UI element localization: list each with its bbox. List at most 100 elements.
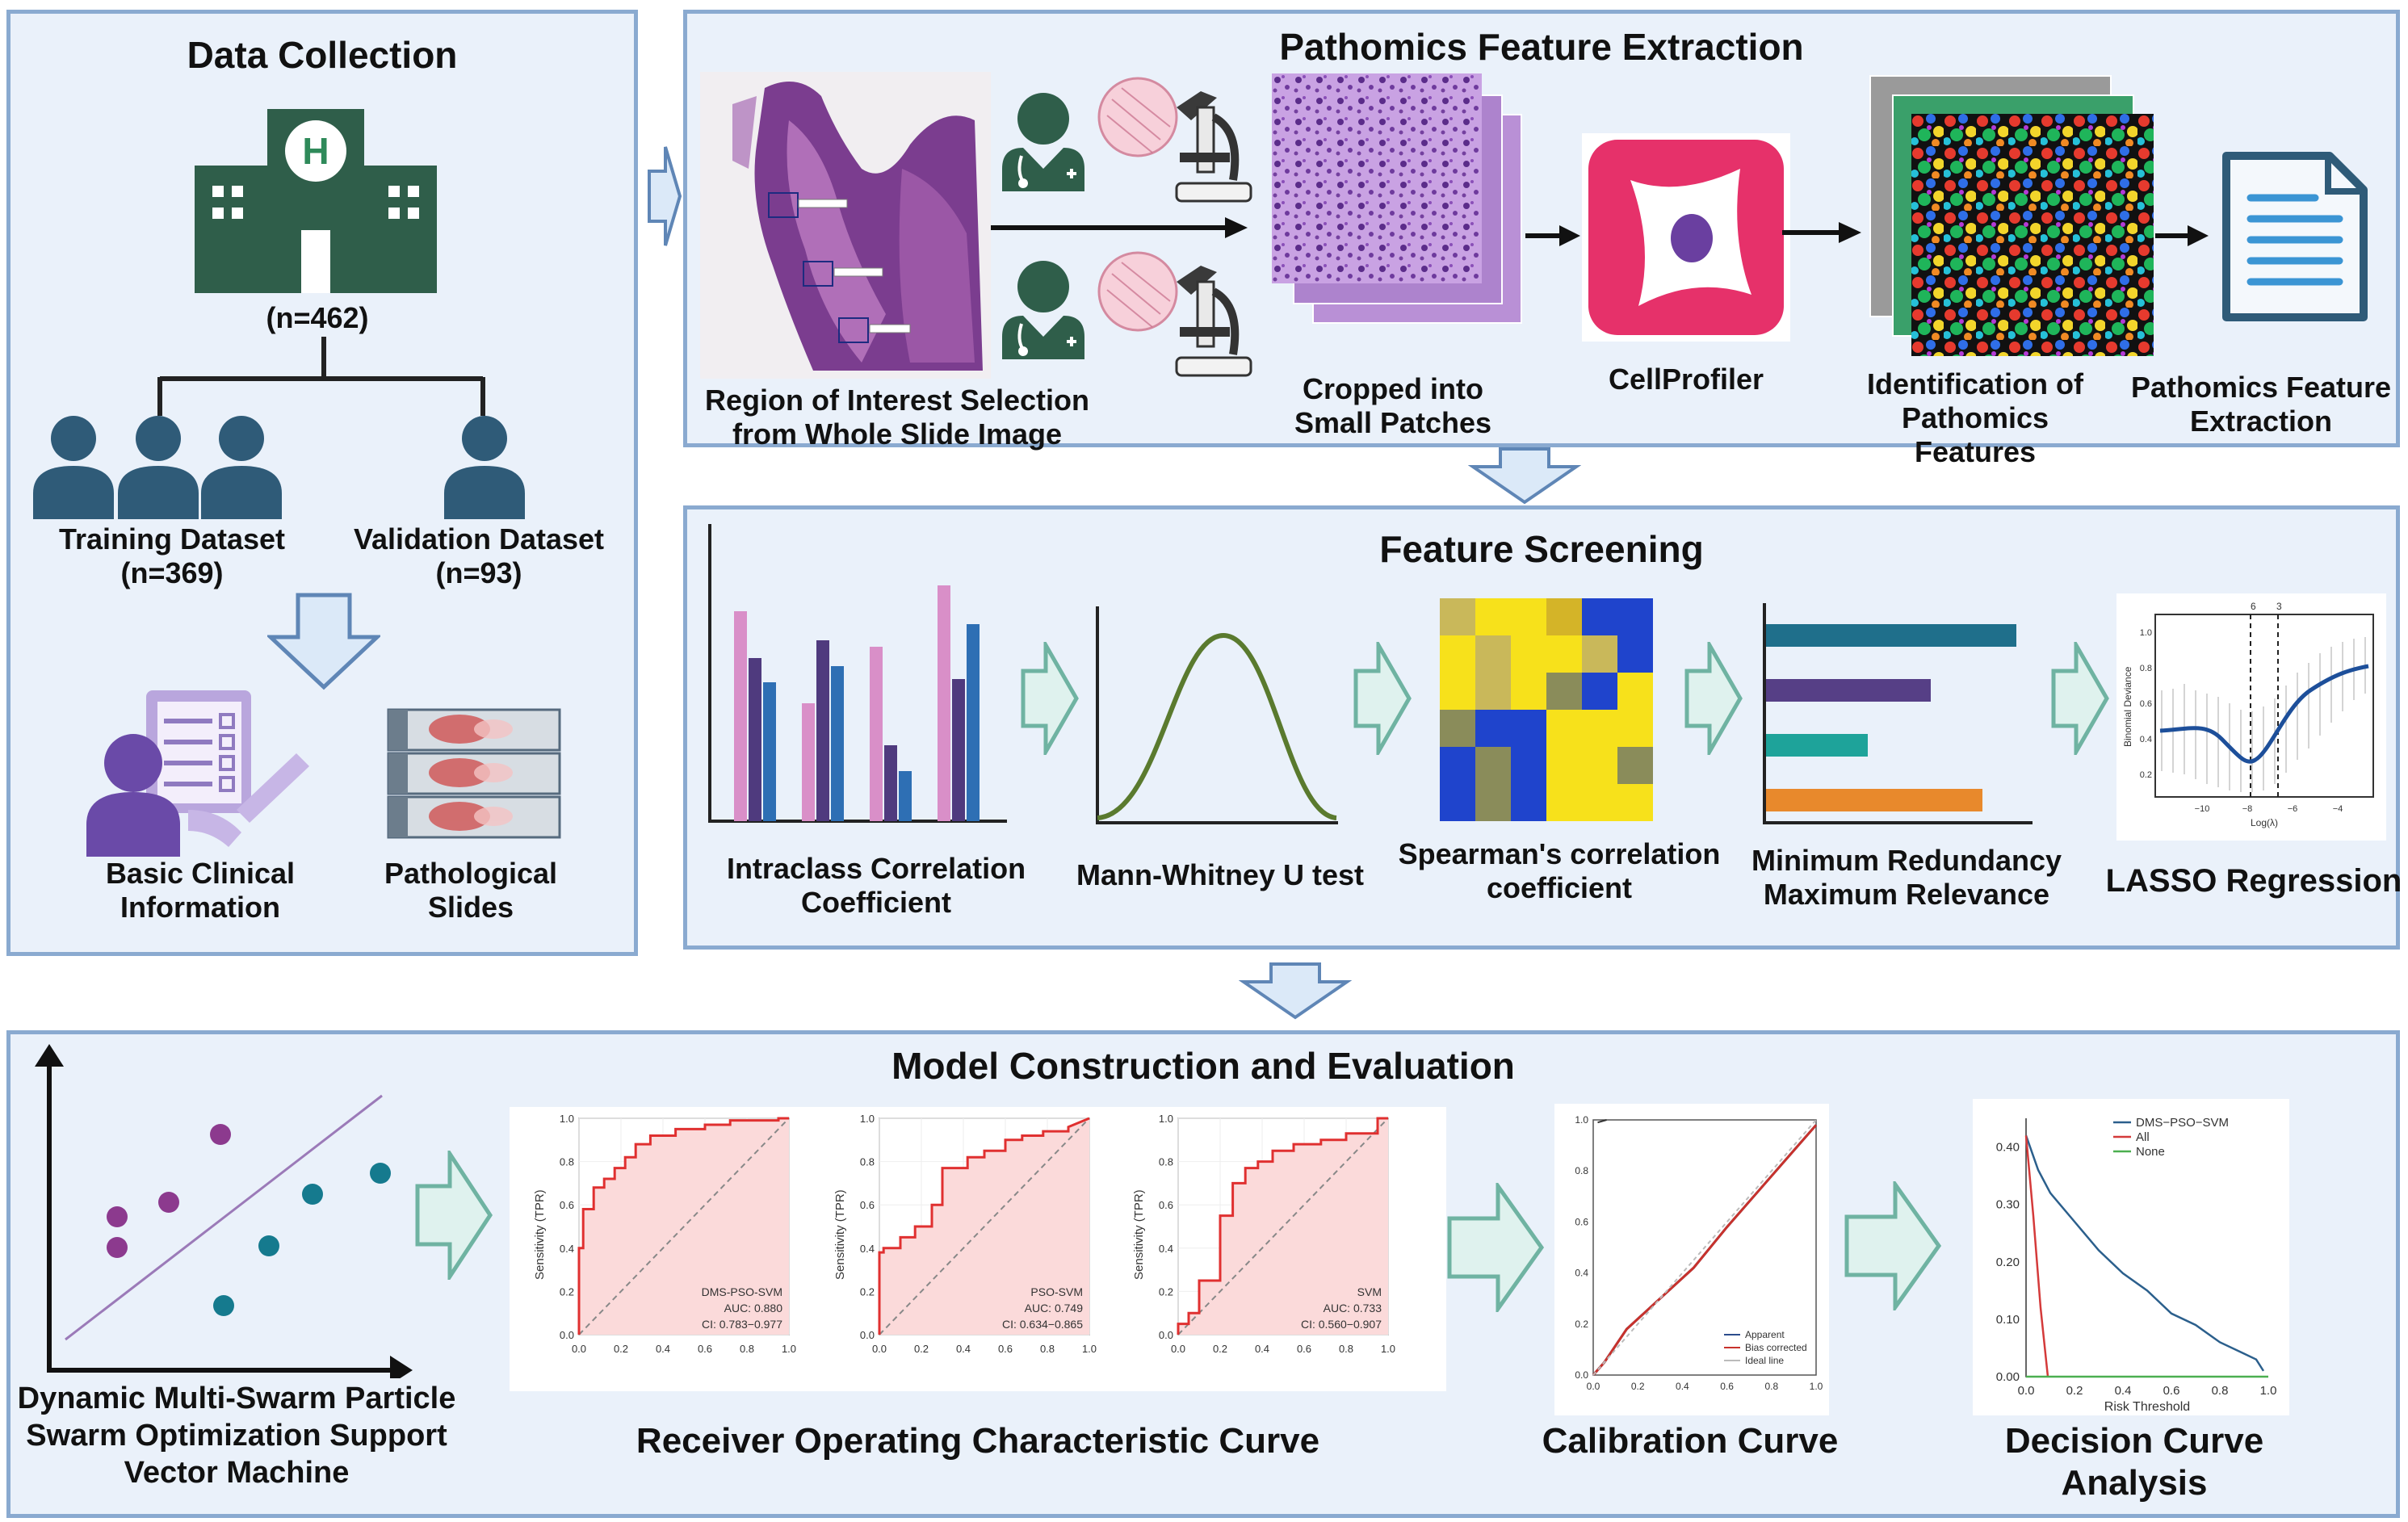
roc-auc: AUC: 0.880 <box>724 1302 783 1314</box>
calibration-xtick: 0.8 <box>1764 1381 1778 1392</box>
lasso-xtick: −8 <box>2242 804 2253 814</box>
roc-ytick: 0.8 <box>1159 1156 1173 1168</box>
roi-label: Region of Interest Selection from Whole … <box>704 384 1090 451</box>
roc-ytick: 0.8 <box>560 1156 574 1168</box>
lasso-ylabel: Binomial Deviance <box>2122 666 2133 747</box>
roc-ytick: 0.6 <box>560 1199 574 1211</box>
chevron-arrow-icon-5 <box>415 1151 493 1280</box>
roc-chart: 0.00.00.20.20.40.40.60.60.80.81.01.0Sens… <box>833 1113 1097 1355</box>
patches-label: Cropped into Small Patches <box>1294 372 1492 439</box>
calibration-frame <box>1592 1119 1817 1376</box>
chevron-arrow-icon <box>1021 642 1079 755</box>
dca-xtick: 1.0 <box>2260 1384 2277 1398</box>
document-icon <box>2222 152 2368 321</box>
arrow-to-cellprofiler <box>1525 225 1580 246</box>
calibration-ytick: 0.0 <box>1575 1369 1588 1381</box>
svm-label: Dynamic Multi-Swarm Particle Swarm Optim… <box>17 1382 456 1490</box>
heatmap-cell <box>1440 784 1475 821</box>
heatmap-cell <box>1546 747 1582 784</box>
roc-xtick: 1.0 <box>782 1343 796 1355</box>
roc-chart: 0.00.00.20.20.40.40.60.60.80.81.01.0Sens… <box>533 1113 796 1355</box>
chevron-arrow-icon-2 <box>1353 642 1412 755</box>
roc-xtick: 1.0 <box>1381 1343 1395 1355</box>
roc-auc: AUC: 0.749 <box>1025 1302 1084 1314</box>
roc-curve <box>1177 1117 1388 1335</box>
dca-ytick: 0.30 <box>1996 1198 2020 1212</box>
heatmap-cell <box>1582 635 1617 673</box>
calibration-xtick: 1.0 <box>1810 1381 1823 1392</box>
heatmap-cell <box>1511 673 1546 710</box>
whole-slide-image <box>700 72 991 379</box>
roc-ytick: 0.0 <box>560 1329 574 1341</box>
calibration-ytick: 0.4 <box>1575 1268 1588 1279</box>
training-people-icon <box>33 416 282 519</box>
roc-xtick: 0.0 <box>572 1343 586 1355</box>
split-connector <box>157 337 485 416</box>
cellprofiler-label: CellProfiler <box>1608 363 1764 396</box>
model-title: Model Construction and Evaluation <box>891 1045 1515 1087</box>
heatmap-cell <box>1440 598 1475 635</box>
heatmap-cell <box>1475 598 1511 635</box>
dca-ytick: 0.20 <box>1996 1256 2020 1269</box>
mwu-label: Mann-Whitney U test <box>1076 858 1364 891</box>
roc-xtick: 0.4 <box>1255 1343 1269 1355</box>
roc-auc: AUC: 0.733 <box>1324 1302 1382 1314</box>
calibration-ytick: 0.8 <box>1575 1165 1588 1176</box>
heatmap-cell <box>1511 784 1546 821</box>
training-label: Training Dataset <box>58 522 286 556</box>
calibration-legend-item: Ideal line <box>1745 1355 1784 1366</box>
pathologist-icon-2 <box>1002 261 1084 359</box>
roc-ytick: 0.6 <box>860 1199 875 1211</box>
down-arrow-icon-3 <box>1239 962 1352 1020</box>
arrow-to-extraction <box>2155 225 2209 246</box>
roc-xtick: 0.8 <box>740 1343 754 1355</box>
calibration-xtick: 0.2 <box>1631 1381 1645 1392</box>
heatmap-cell <box>1440 747 1475 784</box>
calibration-legend-item: Apparent <box>1745 1329 1785 1340</box>
chevron-arrow-icon-4 <box>2051 642 2109 755</box>
roc-ci: CI: 0.783−0.977 <box>702 1318 782 1331</box>
down-arrow-icon <box>267 593 380 690</box>
roc-diagonal <box>578 1117 790 1335</box>
microscope-icon <box>1097 77 1252 203</box>
roc-ytick: 0.2 <box>560 1285 574 1298</box>
hospital-icon: H <box>195 109 437 293</box>
cellprofiler-logo <box>1582 133 1790 342</box>
roc-ytick: 0.0 <box>1159 1329 1173 1341</box>
pathomics-title: Pathomics Feature Extraction <box>1279 26 1804 68</box>
calibration-xtick: 0.4 <box>1676 1381 1689 1392</box>
roc-ytick: 0.4 <box>860 1243 875 1255</box>
heatmap-cell <box>1617 673 1653 710</box>
roc-xtick: 0.2 <box>614 1343 628 1355</box>
heatmap-cell <box>1511 710 1546 747</box>
lasso-xtick: −10 <box>2195 804 2210 814</box>
calibration-xtick: 0.0 <box>1587 1381 1600 1392</box>
roc-ytick: 0.2 <box>1159 1285 1173 1298</box>
microscope-icon-2 <box>1097 251 1252 377</box>
roc-model-name: DMS-PSO-SVM <box>702 1285 782 1298</box>
lasso-xtick: −6 <box>2288 804 2298 814</box>
lasso-ytick: 1.0 <box>2140 628 2152 638</box>
heatmap-cell <box>1475 710 1511 747</box>
lasso-ytick: 0.2 <box>2140 770 2152 780</box>
heatmap-cell <box>1617 710 1653 747</box>
heatmap-cell <box>1546 673 1582 710</box>
heatmap-cell <box>1582 710 1617 747</box>
patch-image <box>1272 73 1482 283</box>
roc-model-name: SVM <box>1357 1285 1382 1298</box>
identification-label: Identification of Pathomics Features <box>1867 367 2083 468</box>
lasso-label: LASSO Regression <box>2105 863 2402 899</box>
calibration-ytick: 1.0 <box>1575 1114 1588 1126</box>
roc-chart: 0.00.00.20.20.40.40.60.60.80.81.01.0Sens… <box>1132 1113 1395 1355</box>
lasso-plot: 6 3 Binomial Deviance Log(λ) 1.0 0.8 0.6… <box>2116 593 2386 841</box>
dca-xtick: 0.4 <box>2115 1384 2132 1398</box>
roc-xtick: 0.2 <box>914 1343 929 1355</box>
calibration-legend-item: Bias corrected <box>1745 1342 1807 1353</box>
heatmap-cell <box>1617 635 1653 673</box>
heatmap-cell <box>1440 673 1475 710</box>
roc-ci: CI: 0.634−0.865 <box>1002 1318 1083 1331</box>
roc-xtick: 0.4 <box>656 1343 670 1355</box>
heatmap-cell <box>1440 710 1475 747</box>
pathology-slides-icon <box>387 708 561 839</box>
